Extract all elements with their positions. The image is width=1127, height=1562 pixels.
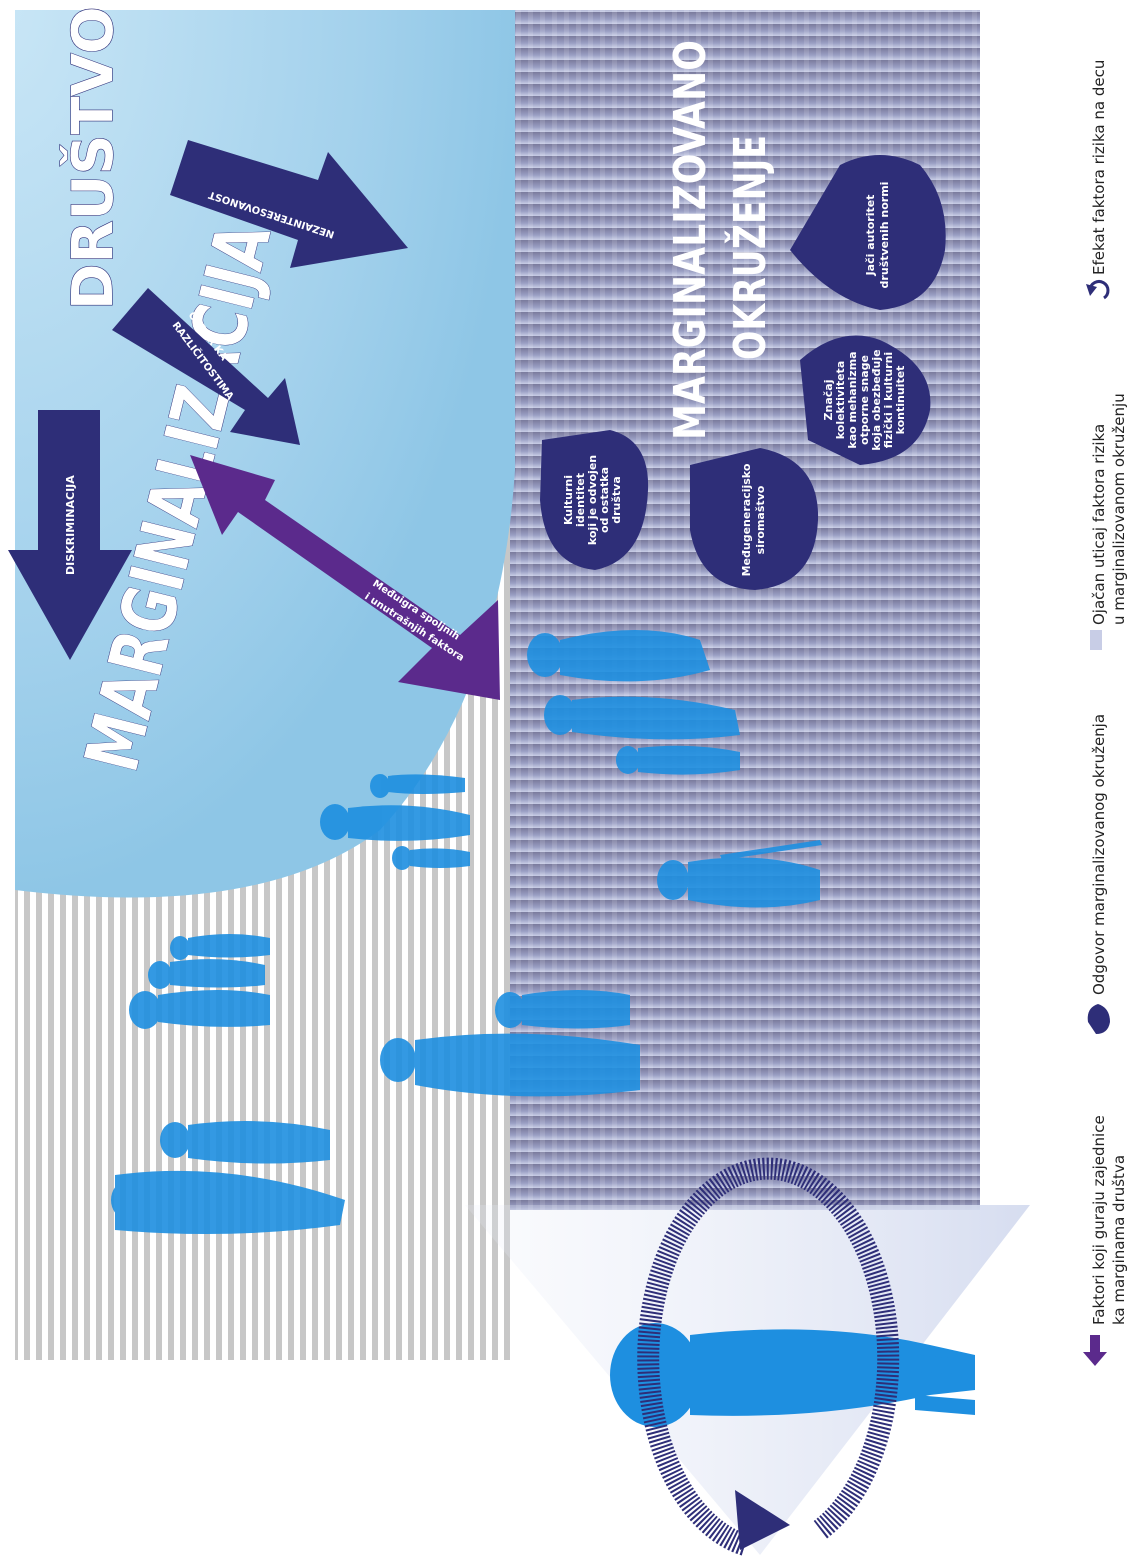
person-figure — [380, 1033, 640, 1097]
legend: Faktori koji guraju zajednice ka margina… — [1083, 60, 1127, 1366]
legend-ojacan-1: Ojačan uticaj faktora rizika — [1090, 424, 1108, 625]
legend-ojacan-2: u marginalizovanom okruženju — [1110, 393, 1127, 625]
legend-item-ojacan: Ojačan uticaj faktora rizika u marginali… — [1090, 393, 1127, 650]
legend-faktori-1: Faktori koji guraju zajednice — [1090, 1115, 1108, 1325]
environment-title-2: OKRUŽENJE — [723, 135, 776, 360]
legend-item-efekat: Efekat faktora rizika na decu — [1086, 60, 1110, 300]
person-figure — [370, 774, 465, 798]
response-autoritet-text: Jači autoritetdruštvenih normi — [864, 182, 891, 289]
legend-arrow-icon — [1083, 1335, 1107, 1366]
legend-item-odgovor: Odgovor marginalizovanog okruženja — [1087, 714, 1110, 1034]
effect-cycle-arrow — [637, 1157, 900, 1556]
person-figure — [320, 804, 470, 841]
response-kolektivitet-text: Značajkolektivitetakao mehanizmaotporne … — [822, 349, 907, 450]
person-figure — [616, 745, 740, 775]
legend-item-faktori: Faktori koji guraju zajednice ka margina… — [1083, 1115, 1127, 1366]
legend-efekat: Efekat faktora rizika na decu — [1090, 60, 1108, 275]
legend-bar-icon — [1090, 630, 1102, 650]
person-figure — [657, 840, 822, 908]
response-siromastvo: Međugeneracijskosiromaštvo — [690, 448, 819, 590]
response-kulturni: Kulturniidentitetkoji je odvojenod ostat… — [540, 430, 649, 570]
person-figure — [527, 630, 710, 682]
response-siromastvo-text: Međugeneracijskosiromaštvo — [740, 463, 767, 576]
response-autoritet: Jači autoritetdruštvenih normi — [790, 155, 946, 310]
person-figure — [495, 990, 630, 1029]
person-figure — [544, 695, 740, 740]
legend-faktori-2: ka marginama društva — [1110, 1155, 1127, 1325]
legend-odgovor: Odgovor marginalizovanog okruženja — [1090, 714, 1108, 995]
person-figure — [129, 990, 270, 1029]
person-figure — [111, 1170, 345, 1234]
person-figure — [392, 846, 470, 870]
child-figure — [610, 1323, 975, 1427]
person-figure — [148, 959, 265, 989]
person-figure — [170, 934, 270, 960]
arrow-label-diskriminacija: DISKRIMINACIJA — [64, 475, 77, 575]
people-silhouettes — [111, 630, 975, 1427]
environment-title-1: MARGINALIZOVANO — [665, 40, 716, 440]
person-figure — [160, 1121, 330, 1164]
arrow-otpor: OTPOR KA RAZLIČITOSTIMA — [112, 288, 300, 445]
legend-drop-icon — [1087, 1004, 1110, 1034]
society-title: DRUŠTVO — [61, 6, 126, 310]
arrow-diskriminacija: DISKRIMINACIJA — [8, 410, 132, 660]
response-kolektivitet: Značajkolektivitetakao mehanizmaotporne … — [800, 335, 931, 465]
response-kulturni-text: Kulturniidentitetkoji je odvojenod ostat… — [562, 455, 623, 545]
